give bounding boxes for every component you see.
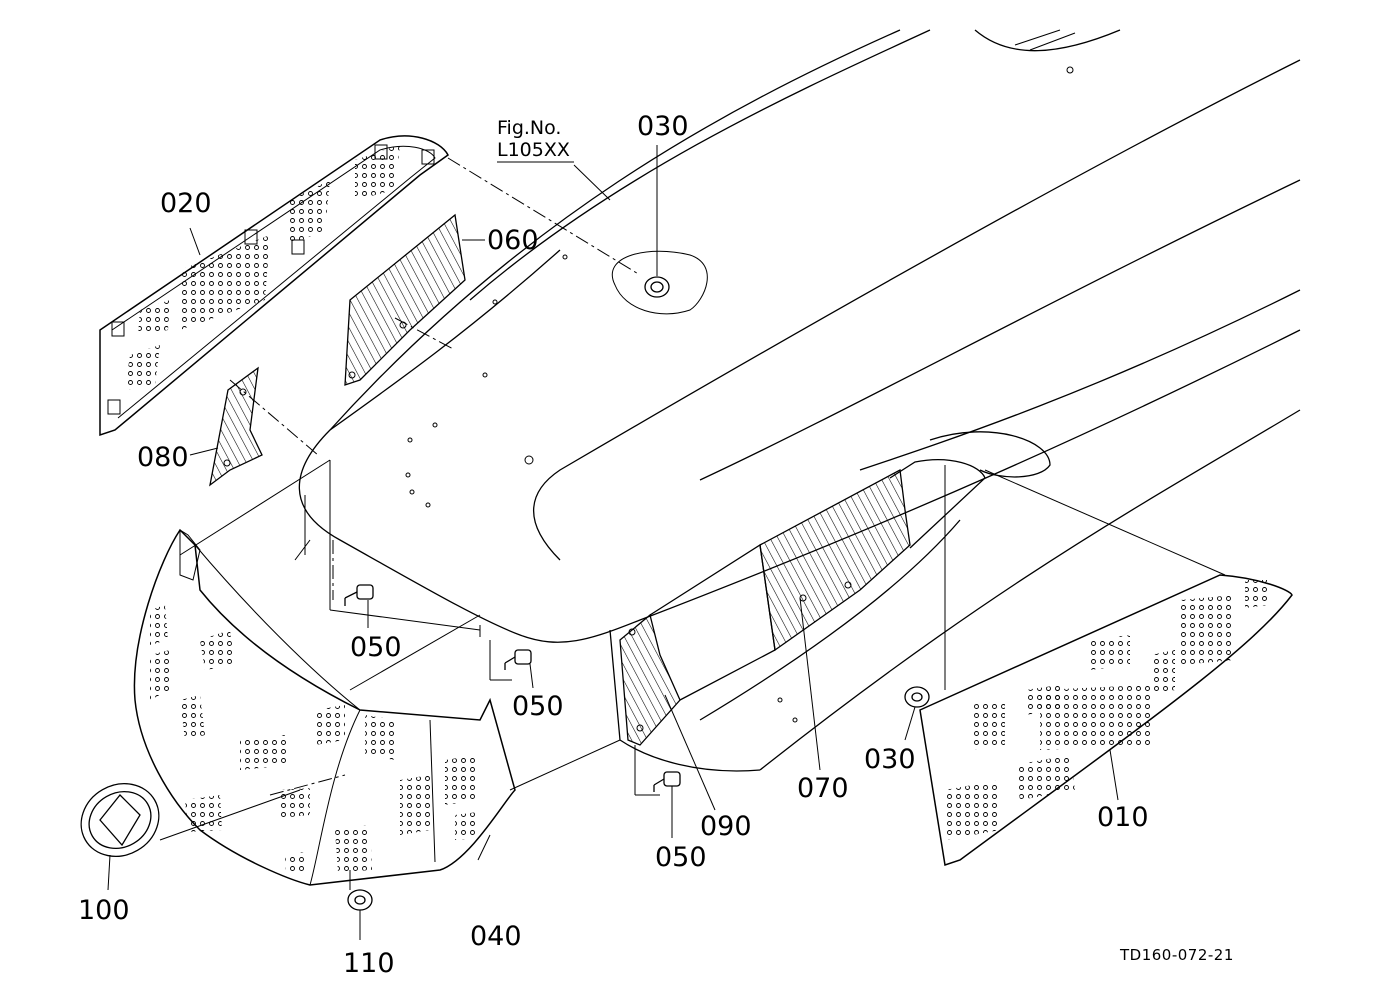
callout-060: 060: [487, 225, 539, 256]
callout-020: 020: [160, 188, 212, 219]
figure-reference-line1: Fig.No.: [497, 117, 561, 139]
callout-050-bottom: 050: [655, 842, 707, 873]
bonnet-body: [298, 29, 1301, 772]
figure-reference-line2: L105XX: [497, 139, 570, 161]
grommet-110: [347, 889, 373, 911]
seal-060: [344, 213, 466, 386]
callout-030-right: 030: [864, 744, 916, 775]
callout-030-top: 030: [637, 111, 689, 142]
callout-110: 110: [343, 948, 395, 979]
assembly-lines: [159, 157, 1226, 890]
seal-070: [759, 459, 986, 652]
seal-080: [209, 366, 263, 487]
callout-050-left: 050: [350, 632, 402, 663]
callout-050-center: 050: [512, 691, 564, 722]
front-grille-040: [133, 528, 516, 886]
callout-100: 100: [78, 895, 130, 926]
emblem-100: [80, 783, 160, 857]
bolt-050-bottom: [653, 771, 681, 792]
bolt-050-center: [504, 649, 532, 670]
callout-090: 090: [700, 811, 752, 842]
grommet-right: [904, 686, 930, 708]
leader-lines: [107, 145, 1119, 940]
callout-080: 080: [137, 442, 189, 473]
callout-010: 010: [1097, 802, 1149, 833]
callout-040: 040: [470, 921, 522, 952]
grille-panel-020: [99, 135, 449, 437]
grommet-top: [612, 250, 708, 315]
callout-070: 070: [797, 773, 849, 804]
bolt-050-left: [344, 584, 374, 606]
drawing-code: TD160-072-21: [1119, 946, 1234, 964]
seal-090: [619, 543, 776, 746]
grille-panel-010: [919, 574, 1293, 866]
